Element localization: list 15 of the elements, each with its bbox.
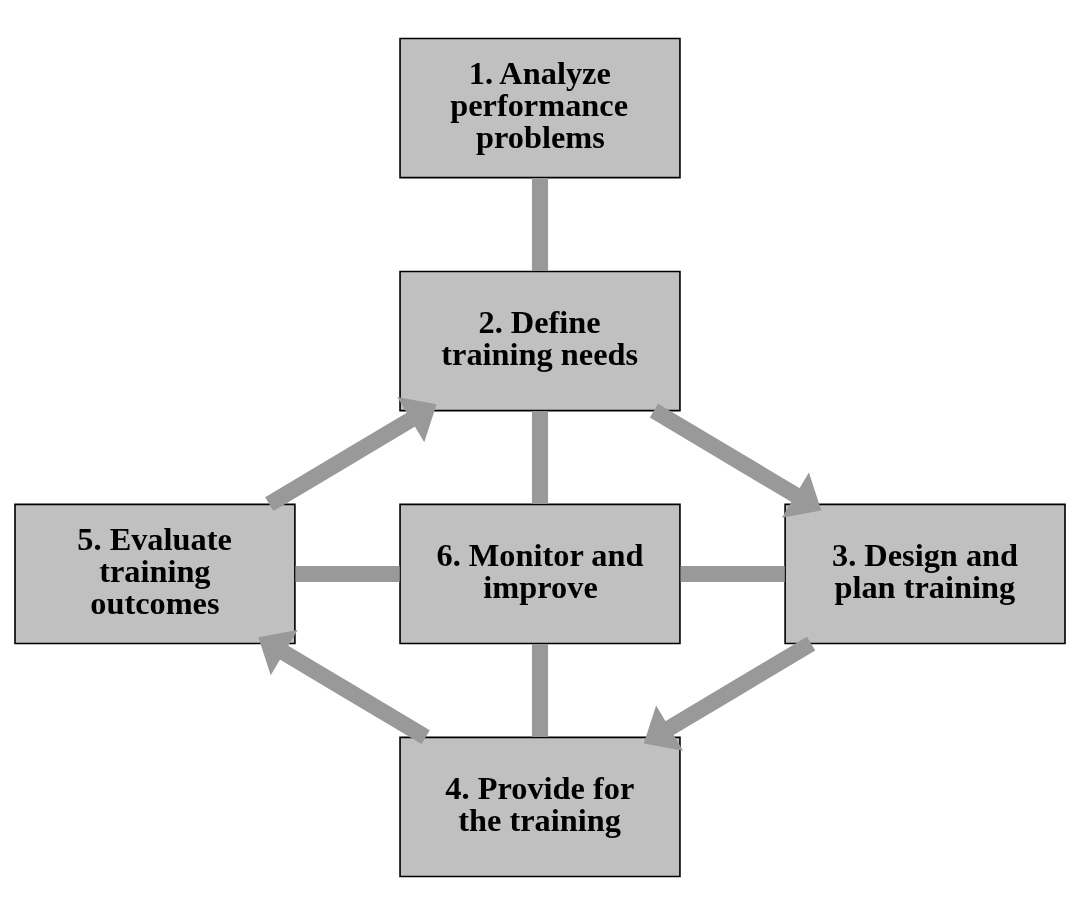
node-box: 6. Monitor and improve [399,503,681,645]
connector [531,643,549,737]
connector [295,565,400,583]
connector [531,177,549,271]
arrow [258,630,430,745]
node-box: 4. Provide for the training [399,736,681,878]
node-box: 2. Define training needs [399,270,681,412]
arrow [265,397,437,512]
connector [680,565,785,583]
arrow [643,636,816,751]
node-box: 3. Design and plan training [784,503,1066,645]
node-box: 5. Evaluate training outcomes [14,503,296,645]
node-box: 1. Analyze performance problems [399,37,681,179]
connector [531,410,549,504]
arrow [649,403,822,518]
